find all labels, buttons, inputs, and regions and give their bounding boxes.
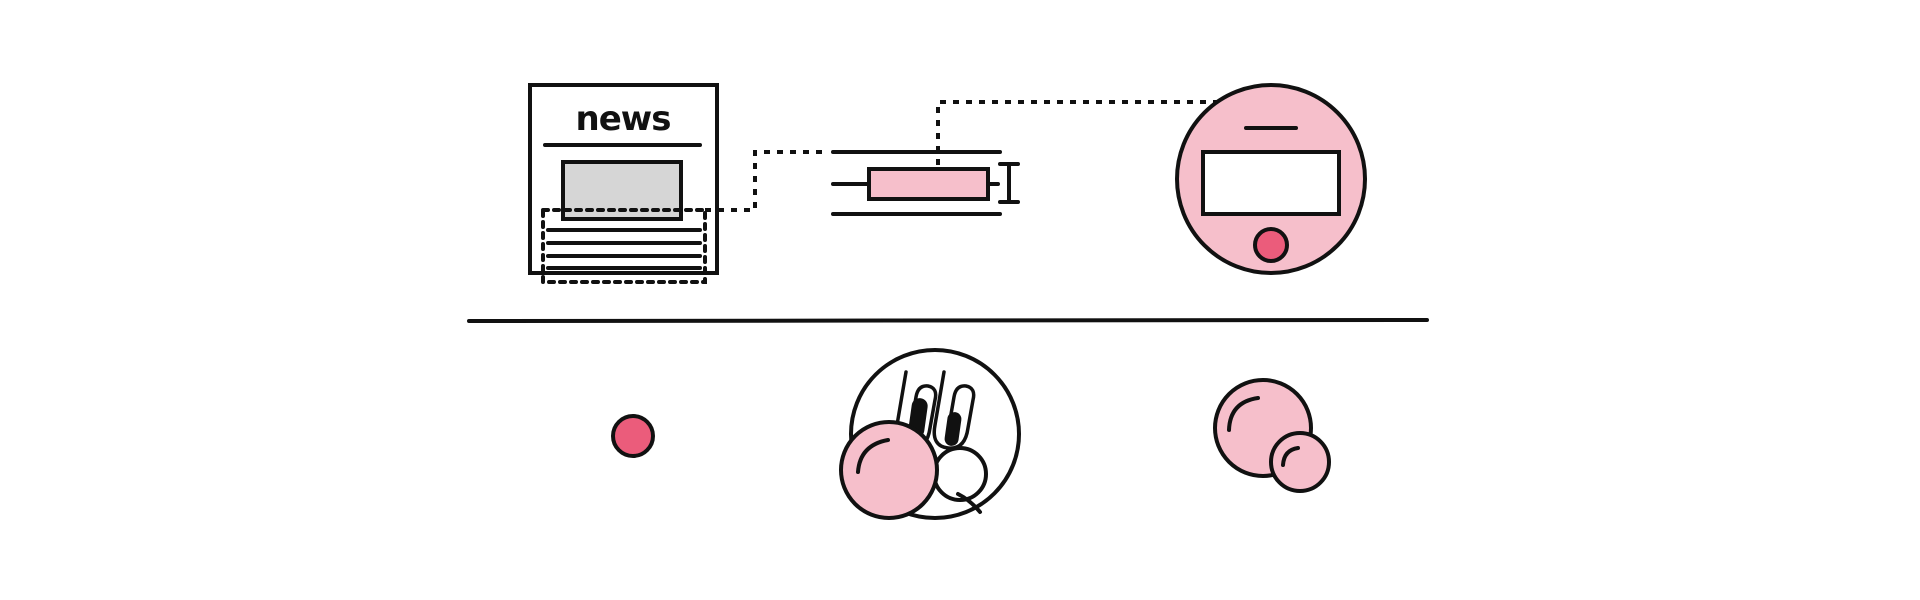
bubbles-with-paperclips-icon — [839, 348, 1021, 520]
newspaper-selection-box — [541, 208, 707, 284]
pink-dot-icon — [611, 414, 655, 458]
small-white-bubble-tail — [956, 492, 982, 514]
small-pink-bubble — [1269, 431, 1331, 493]
paperclip-right — [932, 370, 976, 450]
small-white-bubble — [932, 446, 988, 502]
widget-screen — [1201, 150, 1341, 216]
slider-thumb — [867, 167, 990, 201]
connector-slider-to-widget — [936, 100, 1222, 165]
clip-slot-right — [944, 412, 962, 446]
connector-newspaper-to-slider — [705, 150, 822, 212]
small-pink-bubble-highlight — [1281, 446, 1300, 467]
bubbles-icon — [1213, 378, 1331, 493]
divider-line — [467, 318, 1429, 323]
large-pink-bubble-highlight — [1227, 396, 1260, 432]
pink-bubble — [839, 420, 939, 520]
newspaper-headline: news — [576, 99, 671, 139]
embedded-widget-icon — [1175, 83, 1367, 275]
connector-lines — [705, 100, 1222, 212]
widget-button — [1253, 227, 1289, 263]
newspaper-icon: news — [528, 83, 719, 284]
pink-bubble-highlight — [856, 438, 890, 474]
range-slider-icon — [831, 150, 1020, 216]
